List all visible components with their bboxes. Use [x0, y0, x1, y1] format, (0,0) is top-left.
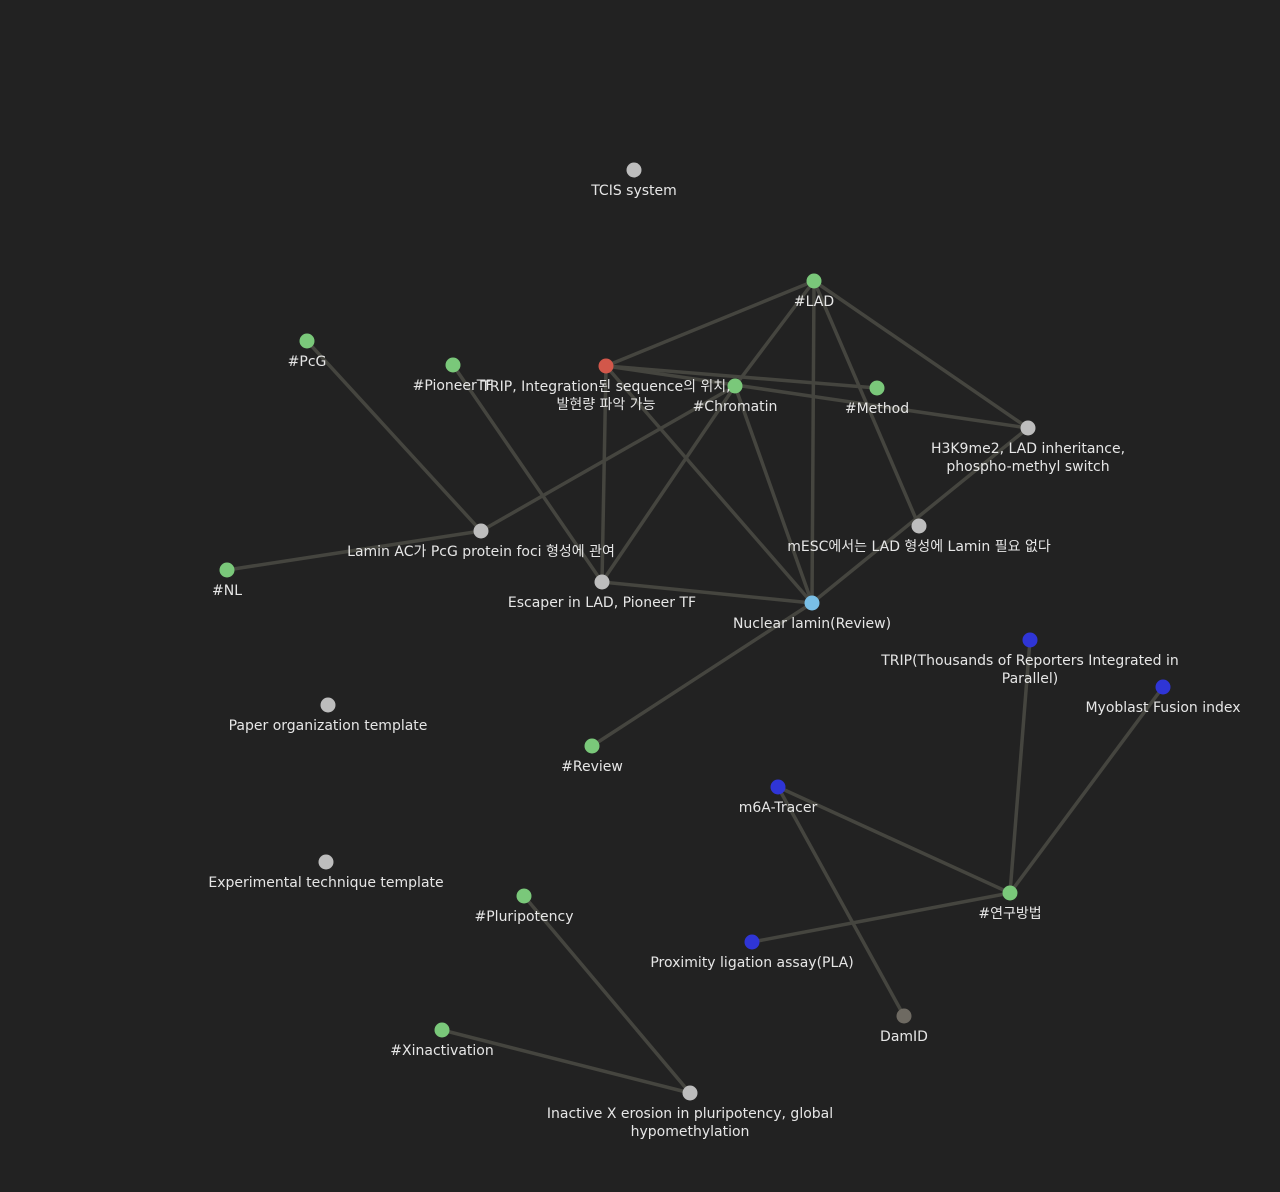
node-layer: [219, 162, 1171, 1101]
node-h3k9me2[interactable]: [1020, 420, 1036, 436]
node-research-method[interactable]: [1002, 885, 1018, 901]
node-mesc[interactable]: [911, 518, 927, 534]
edge-m6a-damid: [776, 785, 906, 1018]
node-review[interactable]: [584, 738, 600, 754]
node-trip-method[interactable]: [1022, 632, 1038, 648]
edge-layer: [225, 279, 1165, 1095]
node-m6a[interactable]: [770, 779, 786, 795]
node-chromatin[interactable]: [727, 378, 743, 394]
edge-pluripotency-inactive-x: [522, 894, 692, 1095]
node-pcg[interactable]: [299, 333, 315, 349]
edge-chromatin-nuclear-lamin: [733, 384, 814, 605]
edge-lad-h3k9me2: [812, 279, 1030, 430]
edge-research-method-trip-method: [1008, 638, 1032, 895]
node-tcis[interactable]: [626, 162, 642, 178]
node-damid[interactable]: [896, 1008, 912, 1024]
node-trip-note[interactable]: [598, 358, 614, 374]
edge-h3k9me2-nuclear-lamin: [810, 426, 1030, 605]
node-myoblast[interactable]: [1155, 679, 1171, 695]
node-pluripotency[interactable]: [516, 888, 532, 904]
edge-trip-note-lad: [604, 279, 816, 368]
edge-lad-mesc: [812, 279, 921, 528]
edge-trip-note-nuclear-lamin: [604, 364, 814, 605]
node-nl[interactable]: [219, 562, 235, 578]
edge-research-method-myoblast: [1008, 685, 1165, 895]
node-pioneertf[interactable]: [445, 357, 461, 373]
edge-nl-lamin-ac: [225, 529, 483, 572]
node-exp-template[interactable]: [318, 854, 334, 870]
edge-lad-nuclear-lamin: [810, 279, 816, 605]
edge-lad-chromatin: [733, 279, 816, 388]
edge-pcg-lamin-ac: [305, 339, 483, 533]
edge-xinactivation-inactive-x: [440, 1028, 692, 1095]
edge-research-method-pla: [750, 891, 1012, 944]
node-inactive-x[interactable]: [682, 1085, 698, 1101]
edge-nuclear-lamin-review: [590, 601, 814, 748]
node-lad[interactable]: [806, 273, 822, 289]
node-nuclear-lamin[interactable]: [804, 595, 820, 611]
edge-chromatin-lamin-ac: [479, 384, 737, 533]
edge-trip-note-escaper: [600, 364, 608, 584]
edge-chromatin-escaper: [600, 384, 737, 584]
node-escaper[interactable]: [594, 574, 610, 590]
node-method[interactable]: [869, 380, 885, 396]
edge-trip-note-h3k9me2: [604, 364, 1030, 430]
node-lamin-ac[interactable]: [473, 523, 489, 539]
edge-escaper-nuclear-lamin: [600, 580, 814, 605]
node-paper-template[interactable]: [320, 697, 336, 713]
edge-research-method-m6a: [776, 785, 1012, 895]
node-pla[interactable]: [744, 934, 760, 950]
node-xinactivation[interactable]: [434, 1022, 450, 1038]
edge-pioneertf-escaper: [451, 363, 604, 584]
